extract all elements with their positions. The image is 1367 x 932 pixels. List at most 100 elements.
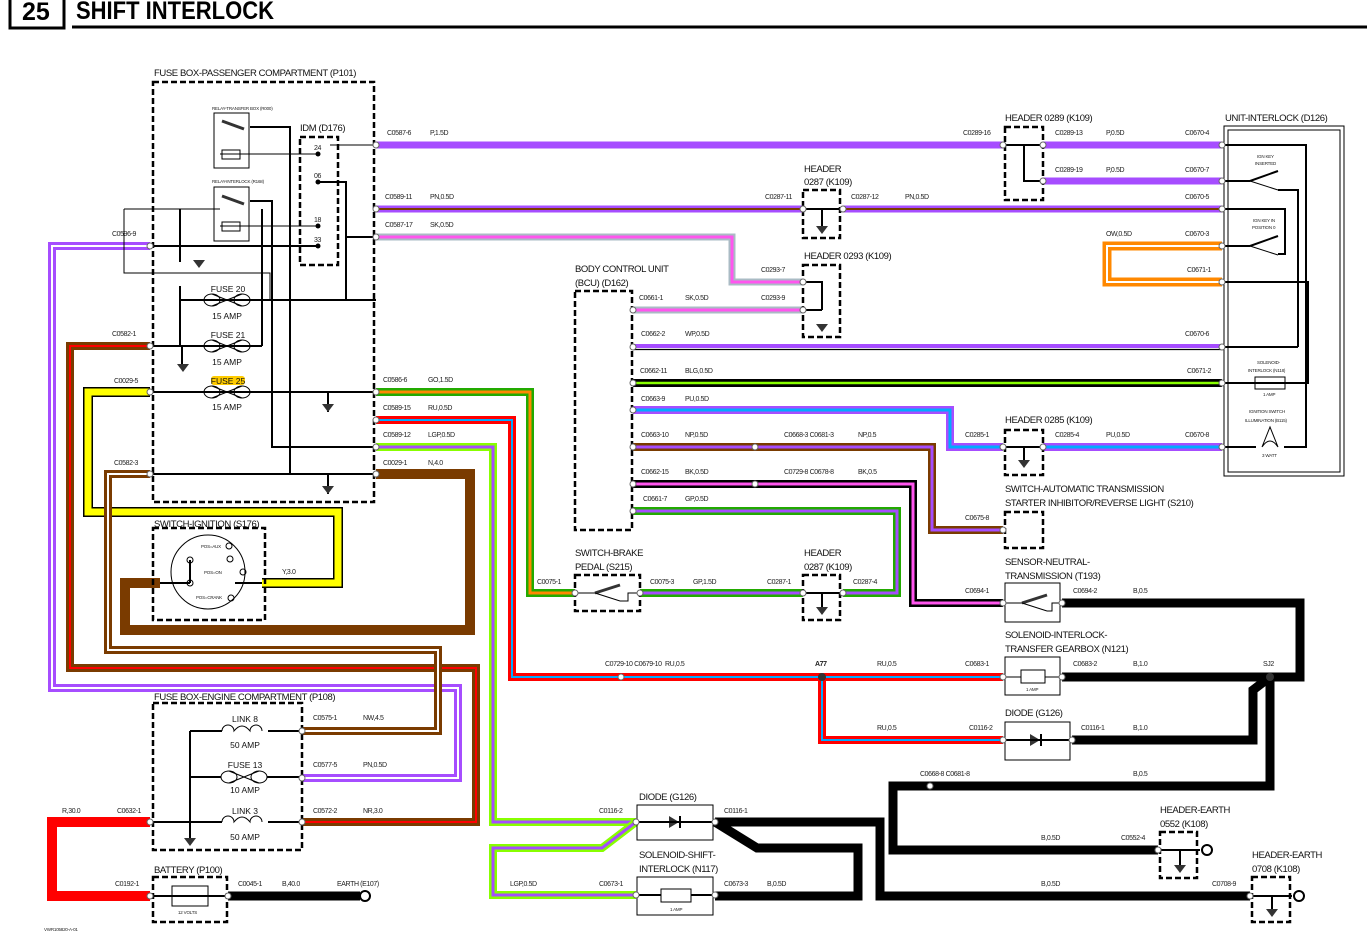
wire-label: C0572-2 — [313, 808, 338, 815]
connector-pin — [1218, 177, 1226, 185]
wire-label: C0661-1 — [639, 295, 664, 302]
connector-pin — [632, 891, 640, 899]
s210-box — [1003, 510, 1045, 550]
fusebox-passenger-box — [151, 80, 376, 504]
connector-pin — [1246, 892, 1254, 900]
wire-label: GP,1.5D — [693, 579, 716, 586]
brake-switch-title-2: PEDAL (S215) — [575, 562, 632, 573]
connector-pin — [224, 892, 232, 900]
wire-label: C0668-3 C0681-3 — [784, 432, 834, 439]
wire-n-4-0 — [120, 469, 475, 635]
wire-label: C0285-1 — [965, 432, 990, 439]
connector-pin — [372, 141, 380, 149]
wire-label: C0116-2 — [599, 808, 623, 815]
wire-label: SK,0.5D — [430, 222, 454, 229]
wire-b-0-5d-0552 — [888, 677, 1275, 855]
wire-label: BK,0.5D — [685, 469, 709, 476]
wire-label: C0670-4 — [1185, 130, 1210, 137]
wire-label: C0293-9 — [761, 295, 786, 302]
header-0285-title: HEADER 0285 (K109) — [1005, 415, 1093, 426]
ign-illumination-rating: 3 WATT — [1262, 453, 1277, 458]
bcu-box — [573, 289, 634, 532]
earth-0708-title: HEADER-EARTH — [1252, 850, 1323, 861]
wire-label: P,0.5D — [1106, 130, 1124, 137]
connector-pin — [799, 306, 807, 314]
brake-switch-title: SWITCH-BRAKE — [575, 548, 643, 559]
wire-bk-0-5d — [633, 480, 1003, 607]
figure-code: VWR105820-A-01 — [44, 927, 78, 932]
fuse-13-rating: 10 AMP — [230, 785, 260, 795]
bcu-title-2: (BCU) (D162) — [575, 278, 628, 289]
connector-pin — [146, 892, 154, 900]
splice-a77 — [818, 673, 826, 681]
relay-transfer-box — [213, 112, 250, 169]
wire-label: EARTH (E107) — [337, 881, 379, 888]
connector-pin — [617, 673, 625, 681]
connector-pin — [146, 388, 154, 396]
wire-label: PN,0.5D — [430, 194, 454, 201]
wire-label: C0671-1 — [1187, 267, 1212, 274]
connector-pin — [372, 443, 380, 451]
wire-label: C0670-7 — [1185, 167, 1210, 174]
ign-pos-on: POS=ON — [204, 570, 222, 575]
wire-label: C0582-3 — [114, 460, 139, 467]
wire-label: C0289-16 — [963, 130, 991, 137]
wire-label: C0662-2 — [641, 331, 666, 338]
wire-ru-0-5d — [376, 416, 1003, 681]
earth-eyelet-e107 — [359, 890, 371, 902]
wire-label: B,0.5D — [767, 881, 786, 888]
wire-b-1-0-diode — [1072, 673, 1273, 745]
wire-label: GO,1.5D — [428, 377, 453, 384]
earth-0552-title-2: 0552 (K108) — [1160, 819, 1208, 830]
wire-label: B,40.0 — [282, 881, 300, 888]
link-3-rating: 50 AMP — [230, 832, 260, 842]
idm-pin: 06 — [314, 173, 321, 180]
wire-label: WP,0.5D — [685, 331, 710, 338]
ground-symbols — [177, 260, 334, 494]
connector-pin — [1058, 673, 1066, 681]
wire-label: C0575-1 — [313, 715, 338, 722]
wire-b-0-5d-n117 — [712, 818, 863, 901]
wire-ru-0-5-diode — [818, 677, 1003, 744]
splice-sj2 — [1266, 673, 1274, 681]
wire-label: C0670-5 — [1185, 194, 1210, 201]
connector-pin — [999, 673, 1007, 681]
earth-eyelet-0708 — [1293, 890, 1305, 902]
link-3-label: LINK 3 — [232, 806, 258, 816]
header-0293-title: HEADER 0293 (K109) — [804, 251, 892, 262]
connector-pin — [999, 141, 1007, 149]
ign-key-inserted-2: INSERTED — [1255, 161, 1277, 166]
wire-label: C0552-4 — [1121, 835, 1146, 842]
wire-label: C0670-6 — [1185, 331, 1210, 338]
s210-title-2: STARTER INHIBITOR/REVERSE LIGHT (S210) — [1005, 498, 1194, 509]
connector-pin — [839, 205, 847, 213]
connector-pin — [711, 818, 719, 826]
labels: FUSE BOX-PASSENGER COMPARTMENT (P101) REL… — [44, 68, 1328, 932]
relay-interlock-box — [213, 186, 250, 242]
bcu-title: BODY CONTROL UNIT — [575, 264, 669, 275]
solenoid-n118: SOLENOID- — [1257, 360, 1281, 365]
fusebox-passenger-title: FUSE BOX-PASSENGER COMPARTMENT (P101) — [154, 68, 356, 79]
battery-voltage: 12 VOLTS — [178, 910, 197, 915]
diode-g126-right-title: DIODE (G126) — [1005, 708, 1063, 719]
idm-title: IDM (D176) — [300, 123, 345, 134]
relay-transfer-label: RELAY-TRANSFER BOX (R000) — [212, 106, 273, 111]
wire-label: GP,0.5D — [685, 496, 708, 503]
wire-label: C0589-11 — [385, 194, 413, 201]
wire-sk-0-5d — [376, 233, 803, 286]
header-0289-title: HEADER 0289 (K109) — [1005, 113, 1093, 124]
wire-label: C0589-12 — [383, 432, 411, 439]
page-title: SHIFT INTERLOCK — [76, 0, 274, 25]
wire-label: SK,0.5D — [685, 295, 709, 302]
connector-pin — [629, 480, 637, 488]
ignition-switch-box — [151, 526, 267, 622]
wire-label: Y,3.0 — [282, 569, 296, 576]
unit-interlock-title: UNIT-INTERLOCK (D126) — [1225, 113, 1328, 124]
wire-label: C0683-2 — [1073, 661, 1098, 668]
wire-gp-0-5d — [633, 507, 901, 597]
idm-box — [298, 135, 340, 267]
wire-label: R,30.0 — [62, 808, 81, 815]
header-0293-box — [801, 263, 842, 339]
wire-lgp-0-5d-n117 — [489, 818, 639, 899]
connector-pin — [636, 589, 644, 597]
